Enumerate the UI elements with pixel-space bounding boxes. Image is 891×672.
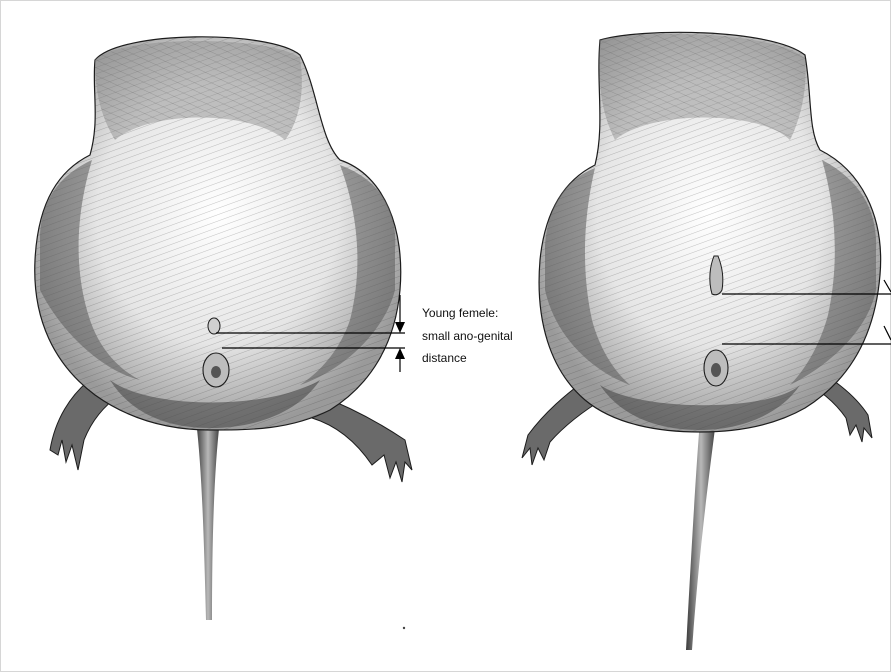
right-tail (686, 420, 716, 650)
caption-line-2: small ano-genital (422, 329, 513, 343)
left-animal-young-female (35, 37, 412, 620)
caption-line-3: distance (422, 351, 467, 365)
caption-line-1: Young femele: (422, 306, 498, 320)
left-genital-papilla (208, 318, 220, 334)
right-animal-comparison (522, 32, 881, 650)
left-tail (196, 420, 220, 620)
